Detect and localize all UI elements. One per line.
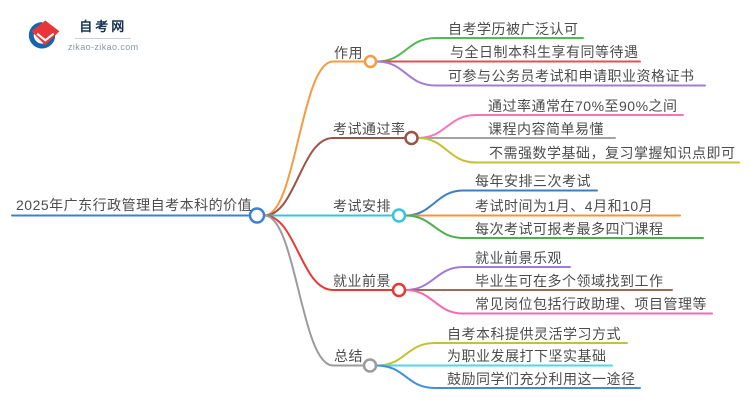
branch2-child1-label[interactable]: 通过率通常在70%至90%之间 xyxy=(488,98,678,114)
branch4-connector xyxy=(263,214,394,291)
branch5-label[interactable]: 总结 xyxy=(334,348,363,364)
branch4-child3-line xyxy=(404,289,713,315)
branch5-child2-label[interactable]: 为职业发展打下坚实基础 xyxy=(447,348,607,364)
branch2-connector xyxy=(263,137,407,217)
branch4-label[interactable]: 就业前景 xyxy=(333,273,391,289)
branch1-child3-label[interactable]: 可参与公务员考试和申请职业资格证书 xyxy=(448,68,695,84)
branch4-child1-label[interactable]: 就业前景乐观 xyxy=(475,250,562,266)
branch1-label[interactable]: 作用 xyxy=(334,45,363,61)
branch2-label[interactable]: 考试通过率 xyxy=(333,121,406,137)
branch5-connector xyxy=(263,214,365,367)
branch3-child3-line xyxy=(404,214,704,239)
branch3-label[interactable]: 考试安排 xyxy=(333,198,391,214)
branch4-node-circle[interactable] xyxy=(391,282,407,298)
root-node-circle[interactable] xyxy=(248,207,266,224)
branch1-child2-label[interactable]: 与全日制本科生享有同等待遇 xyxy=(450,44,639,60)
branch3-child2-label[interactable]: 考试时间为1月、4月和10月 xyxy=(475,198,654,214)
logo-title: 自考网 xyxy=(75,16,132,39)
branch2-child3-line xyxy=(417,137,740,164)
branch4-child3-label[interactable]: 常见岗位包括行政助理、项目管理等 xyxy=(475,296,707,312)
branch5-child3-line xyxy=(375,364,641,389)
branch5-child1-label[interactable]: 自考本科提供灵活学习方式 xyxy=(447,326,621,342)
branch1-node-circle[interactable] xyxy=(363,54,378,69)
branch1-child1-label[interactable]: 自考学历被广泛认可 xyxy=(448,21,579,37)
logo-domain: zikao-zikao.com xyxy=(68,42,139,52)
branch2-child3-label[interactable]: 不需强数学基础，复习掌握知识点即可 xyxy=(489,145,736,161)
root-topic-label[interactable]: 2025年广东行政管理自考本科的价值 xyxy=(16,197,253,213)
branch2-node-circle[interactable] xyxy=(404,130,419,146)
branch2-child2-label[interactable]: 课程内容简单易懂 xyxy=(488,121,604,137)
branch3-child1-label[interactable]: 每年安排三次考试 xyxy=(475,173,591,189)
branch1-child3-line xyxy=(375,60,706,87)
branch1-connector xyxy=(263,60,366,217)
branch5-child3-label[interactable]: 鼓励同学们充分利用这一途径 xyxy=(447,371,636,387)
branch5-node-circle[interactable] xyxy=(362,358,378,373)
graduation-cap-icon xyxy=(28,19,60,49)
logo[interactable]: 自考网 zikao-zikao.com xyxy=(28,16,139,52)
branch4-child2-label[interactable]: 毕业生可在多个领域找到工作 xyxy=(475,273,664,289)
branch3-node-circle[interactable] xyxy=(391,208,407,223)
branch3-child3-label[interactable]: 每次考试可报考最多四门课程 xyxy=(475,221,664,237)
